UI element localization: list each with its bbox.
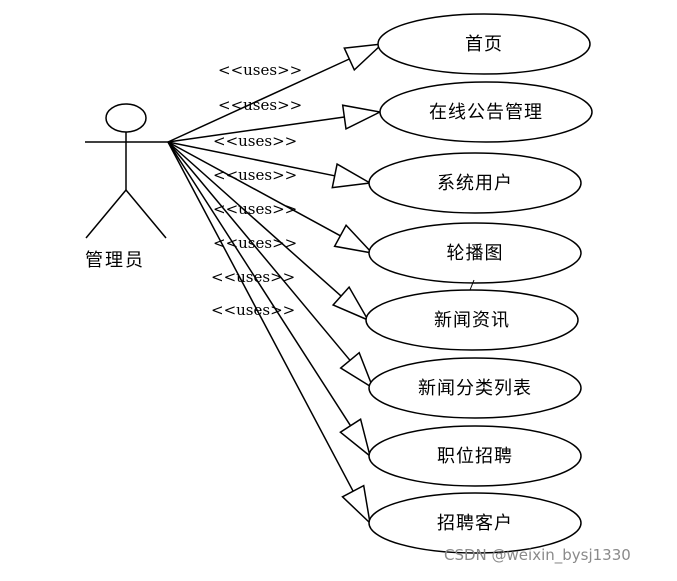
uses-stereotype-label: <<uses>> xyxy=(218,61,302,79)
generalization-arrowhead xyxy=(339,418,372,458)
use-case-label: 招聘客户 xyxy=(437,513,513,534)
actor-left-leg xyxy=(85,189,127,239)
uses-connector-line xyxy=(167,141,342,297)
uses-connector-line xyxy=(167,141,341,237)
actor-figure xyxy=(85,103,168,239)
uses-stereotype-label: <<uses>> xyxy=(213,234,297,252)
uses-connector-line xyxy=(167,141,335,177)
uses-stereotype-label: <<uses>> xyxy=(213,132,297,150)
generalization-arrowhead xyxy=(341,484,372,526)
watermark: CSDN @weixin_bysj1330 xyxy=(444,546,631,565)
use-case-label: 职位招聘 xyxy=(437,446,513,467)
use-case: 在线公告管理 xyxy=(379,81,593,143)
actor-head xyxy=(105,103,147,133)
use-case: 招聘客户 xyxy=(368,492,582,554)
use-case: 轮播图 xyxy=(368,222,582,284)
use-case-ellipse xyxy=(368,357,582,419)
generalization-arrowhead xyxy=(333,224,375,255)
uses-stereotype-label: <<uses>> xyxy=(218,96,302,114)
use-case: 系统用户 xyxy=(368,152,582,214)
use-case: 首页 xyxy=(377,13,591,75)
generalization-arrowhead xyxy=(331,285,370,322)
use-case-label: 新闻分类列表 xyxy=(418,378,532,399)
use-case-ellipse xyxy=(379,81,593,143)
generalization-arrowhead xyxy=(343,43,385,72)
actor-right-leg xyxy=(125,189,167,239)
actor-label: 管理员 xyxy=(85,250,145,271)
use-case: 职位招聘 xyxy=(368,425,582,487)
use-case-label: 在线公告管理 xyxy=(429,102,543,123)
uses-connector-line xyxy=(167,116,345,143)
generalization-arrowhead xyxy=(339,351,375,390)
use-case-ellipse xyxy=(368,222,582,284)
generalization-arrowhead xyxy=(331,162,373,189)
uses-stereotype-label: <<uses>> xyxy=(213,200,297,218)
relations-layer: <<uses>> <<uses>> <<uses>> <<uses>> <<uses>>… xyxy=(167,43,385,526)
uses-stereotype-label: <<uses>> xyxy=(211,301,295,319)
use-case-ellipse xyxy=(368,492,582,554)
uses-connector-line xyxy=(167,58,350,143)
use-case-ellipse xyxy=(365,289,579,351)
uses-connector-line xyxy=(167,141,351,361)
uses-connector-line xyxy=(167,141,354,492)
use-case-label: 新闻资讯 xyxy=(434,310,510,331)
uses-connector-line xyxy=(167,141,352,427)
use-case-label: 首页 xyxy=(465,34,503,55)
use-case-ellipse xyxy=(377,13,591,75)
use-case-label: 轮播图 xyxy=(447,243,504,264)
use-case-ellipse xyxy=(368,152,582,214)
uses-stereotype-label: <<uses>> xyxy=(211,268,295,286)
generalization-arrowhead xyxy=(341,104,383,131)
use-case-ellipse xyxy=(368,425,582,487)
use-case-label: 系统用户 xyxy=(437,173,513,194)
uses-stereotype-label: <<uses>> xyxy=(213,166,297,184)
use-case: 新闻资讯 xyxy=(365,289,579,351)
use-case: 新闻分类列表 xyxy=(368,357,582,419)
stray-tick xyxy=(469,279,475,291)
